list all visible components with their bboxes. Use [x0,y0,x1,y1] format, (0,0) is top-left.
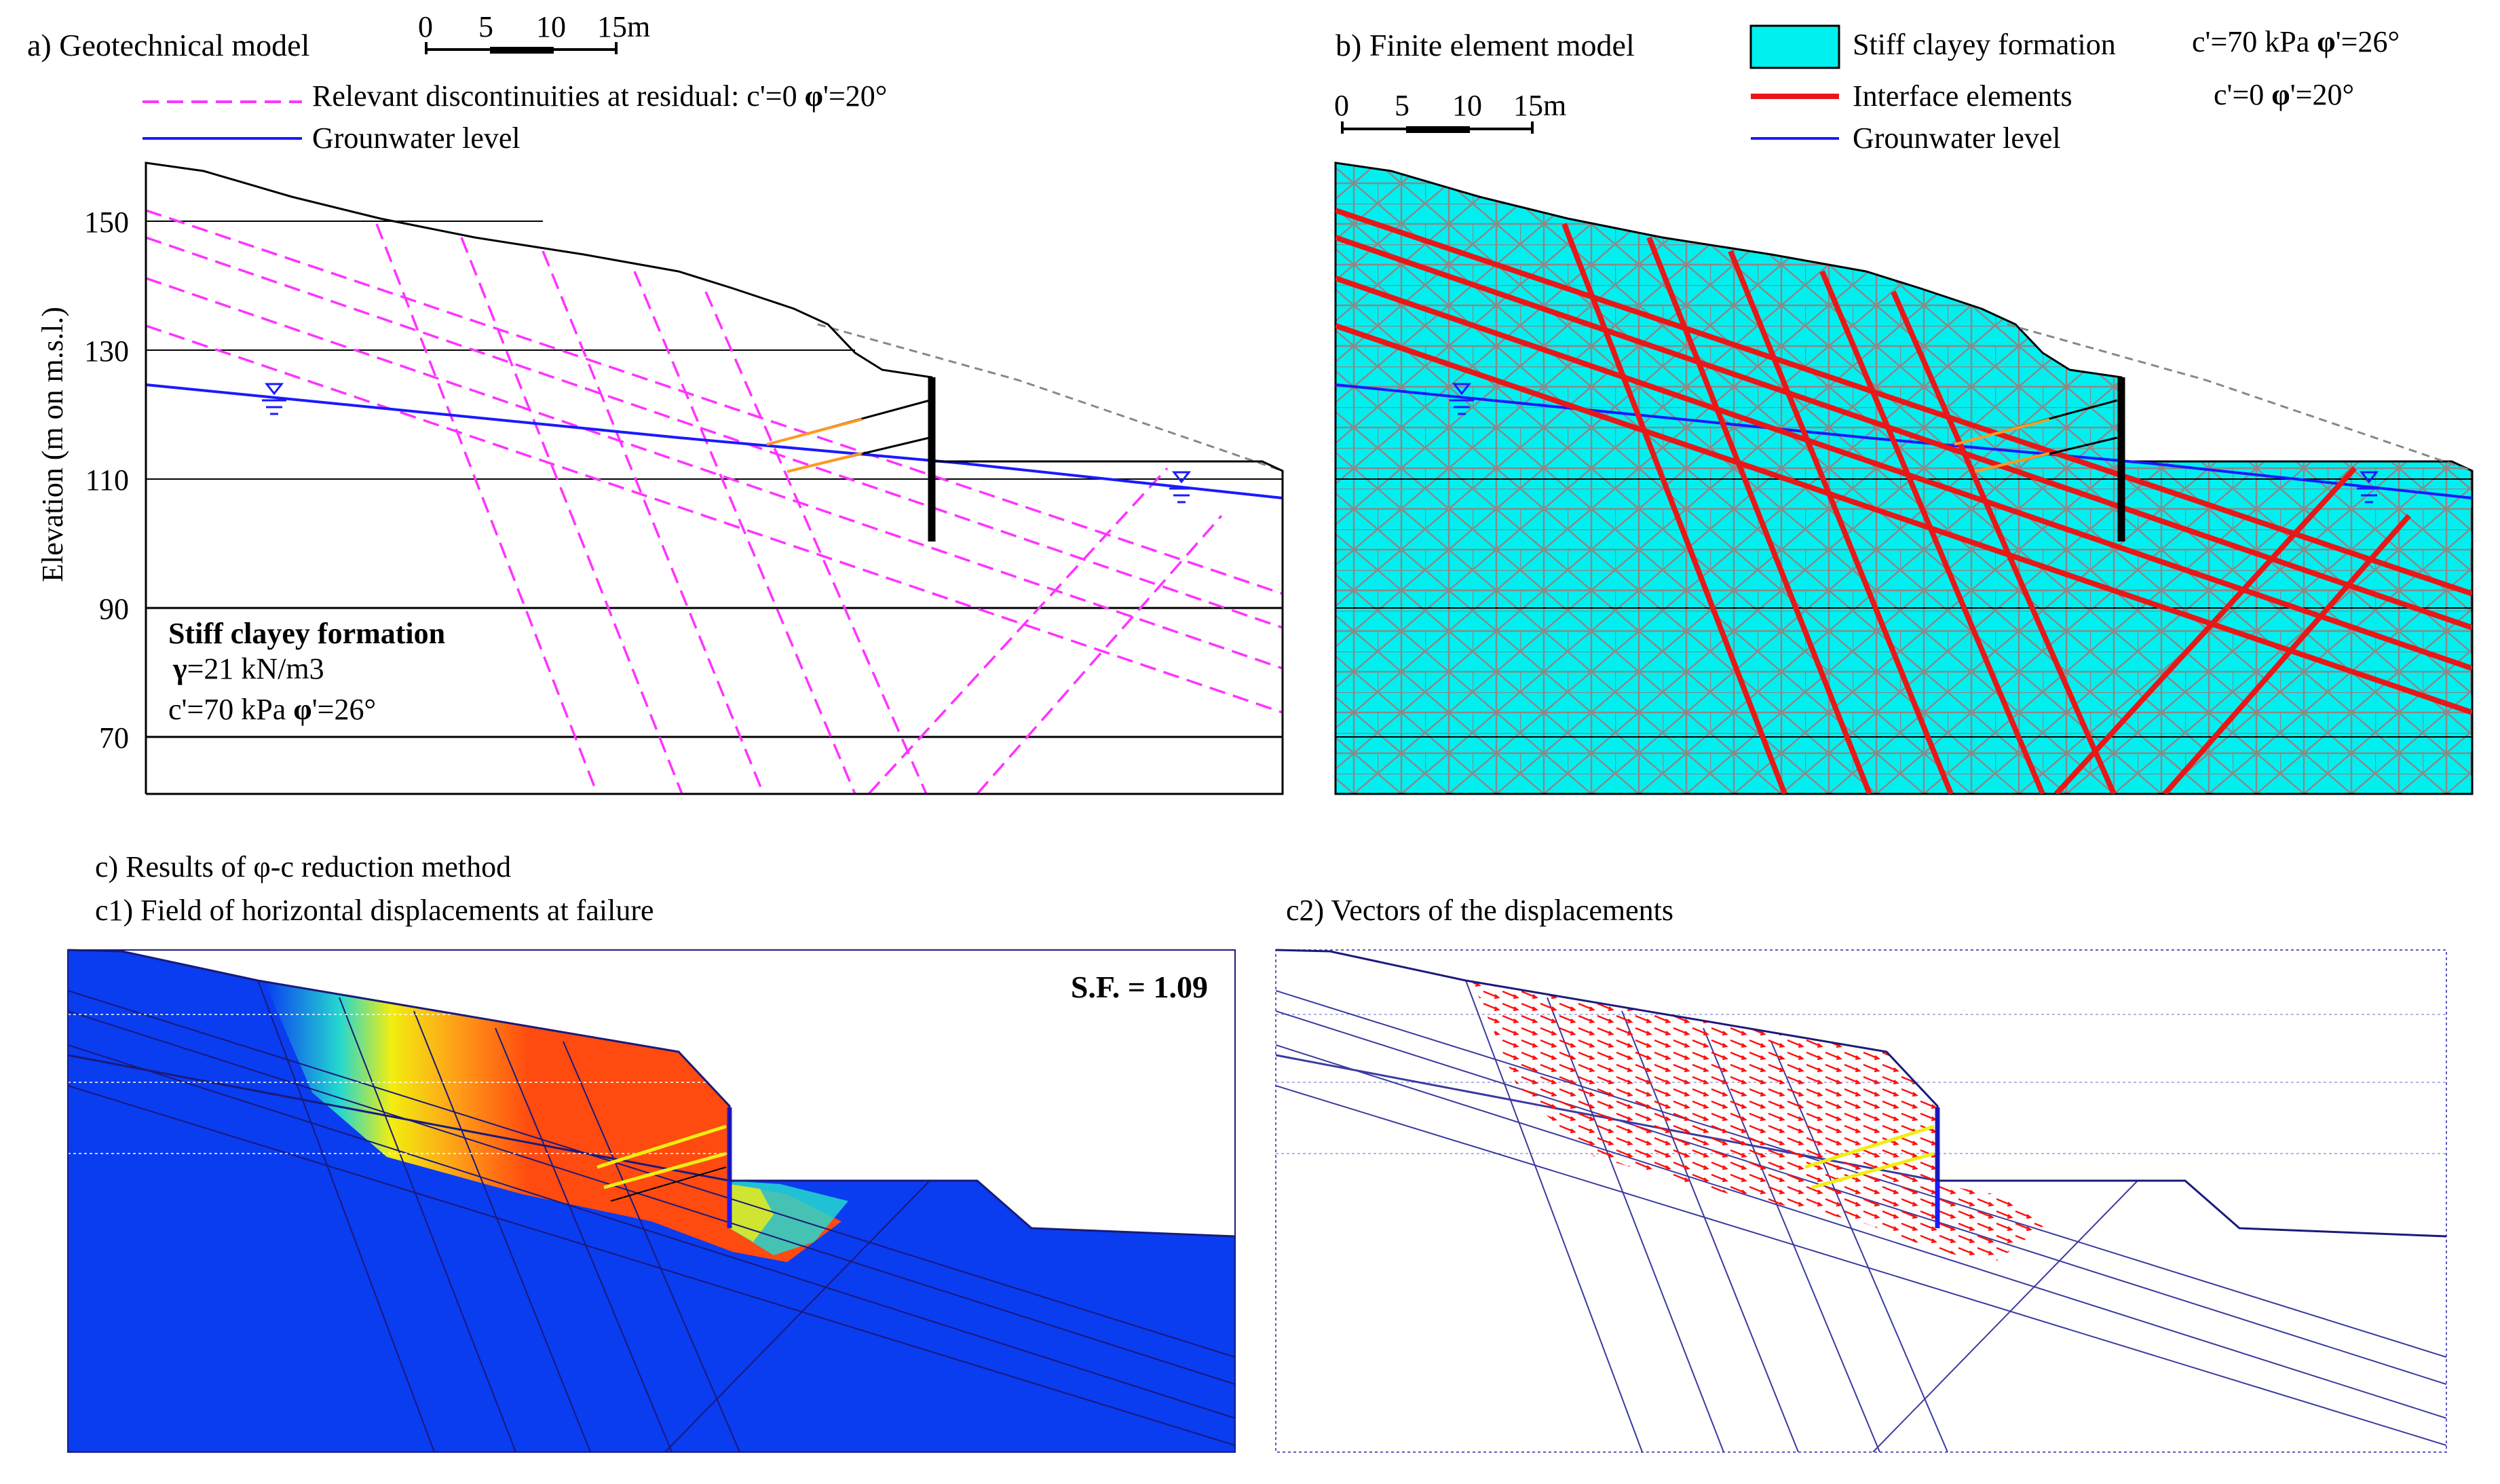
y-axis-ticks: 150 130 110 90 70 [84,206,129,755]
legend-discontinuities-label: Relevant discontinuities at residual: c'… [312,79,887,113]
water-table-icon [1450,383,1474,415]
scale-tick-15: 15m [1513,89,1566,122]
legend-interface-label: Interface elements [1853,79,2072,113]
c1-anchors [596,1124,727,1202]
displacement-toe-core [730,1184,774,1242]
scale-tick-5: 5 [1395,89,1409,122]
panel-c1-frame [67,949,1236,1453]
scale-tick-10: 10 [1452,89,1482,122]
y-tick-150: 150 [84,206,129,239]
legend-formation-swatch [1749,24,1840,69]
panel-c-title: c) Results of φ-c reduction method [95,850,511,883]
y-tick-70: 70 [99,721,129,755]
panel-b-title: b) Finite element model [1336,28,1635,62]
displacement-vectors [1473,983,2049,1262]
anchors-a [766,399,930,473]
formation-gamma: γ=21 kN/m3 [172,652,324,685]
scale-tick-0: 0 [1334,89,1349,122]
safety-factor-label: S.F. = 1.09 [1071,970,1208,1004]
panel-a: a) Geotechnical model 0 5 10 15m Relevan… [27,10,1284,795]
scale-tick-5: 5 [478,10,493,43]
original-slope-profile [2007,323,2473,472]
elevation-gridlines [146,221,1283,738]
displacement-field-unstable [265,983,841,1262]
anchors-b [1954,399,2118,473]
legend-groundwater-label: Grounwater level [1853,121,2061,155]
water-table-icon [262,383,286,415]
water-table-icon [2357,471,2381,503]
panel-a-scale-bar: 0 5 10 15m [418,10,650,54]
y-tick-110: 110 [86,463,129,497]
c1-elevation-gridlines [68,1014,1235,1154]
formation-description: Stiff clayey formation γ=21 kN/m3 c'=70 … [168,617,445,726]
panel-a-title: a) Geotechnical model [27,28,309,62]
y-tick-90: 90 [99,592,129,626]
panel-b: b) Finite element model 0 5 10 15m Stiff… [1334,24,2474,795]
water-table-icon [1169,471,1194,503]
y-axis-label: Elevation (m on m.s.l.) [36,307,69,582]
panel-c2-title: c2) Vectors of the displacements [1286,894,1673,927]
scale-tick-10: 10 [536,10,566,43]
panel-c: c) Results of φ-c reduction method c1) F… [67,850,2447,1453]
formation-title: Stiff clayey formation [168,617,445,650]
slope-profile-c1 [67,949,1236,1238]
groundwater-line-a [145,383,1283,499]
legend-groundwater-label: Grounwater level [312,121,520,155]
groundwater-line-b [1335,383,2473,499]
panel-c1-title: c1) Field of horizontal displacements at… [95,894,654,927]
slope-profile-c2 [1275,949,2447,1238]
scale-tick-15: 15m [597,10,650,43]
formation-strength: c'=70 kPa φ'=26° [168,693,376,726]
slope-profile-a [145,161,1284,795]
c2-anchors [1804,1124,1935,1190]
scale-tick-0: 0 [418,10,433,43]
original-slope-profile [817,323,1283,472]
legend-formation-label: Stiff clayey formation [1853,28,2116,61]
panel-c2 [1275,949,2447,1453]
y-tick-130: 130 [84,335,129,368]
discontinuity-lines [146,209,1283,794]
panel-c1: S.F. = 1.09 [67,949,1236,1453]
panel-b-legend: Stiff clayey formation c'=70 kPa φ'=26° … [1749,24,2400,155]
interface-elements [1336,208,2472,794]
legend-interface-strength: c'=0 φ'=20° [2214,78,2354,111]
panel-b-scale-bar: 0 5 10 15m [1334,89,1566,134]
elevation-gridlines [1336,478,2472,738]
panel-a-legend: Relevant discontinuities at residual: c'… [143,79,887,155]
legend-formation-strength: c'=70 kPa φ'=26° [2192,25,2400,58]
